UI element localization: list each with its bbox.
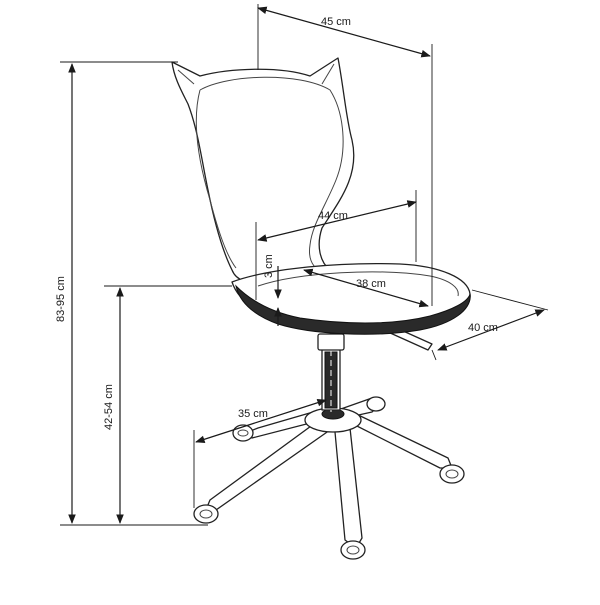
dim-line-width-top (257, 6, 431, 58)
label-total-height: 83-95 cm (55, 276, 67, 322)
label-seat-depth: 38 cm (356, 278, 386, 290)
base-star (204, 397, 453, 549)
label-seat-width: 44 cm (318, 210, 348, 222)
label-width-top: 45 cm (321, 16, 351, 28)
label-seat-side: 40 cm (468, 322, 498, 334)
dimension-lines: 45 cm 44 cm 38 cm 3 cm 40 cm 35 cm 83-95… (55, 4, 549, 526)
dim-line-seat-depth (303, 268, 429, 308)
gas-cylinder (317, 333, 345, 412)
label-seat-thickness: 3 cm (263, 254, 275, 278)
backrest (171, 57, 355, 283)
label-seat-height: 42-54 cm (103, 384, 115, 430)
chair-illustration (171, 57, 471, 560)
label-base-radius: 35 cm (238, 408, 268, 420)
dim-line-seat-side (437, 309, 545, 351)
dim-line-seat-width (257, 200, 417, 242)
dim-line-base-radius (195, 399, 327, 443)
